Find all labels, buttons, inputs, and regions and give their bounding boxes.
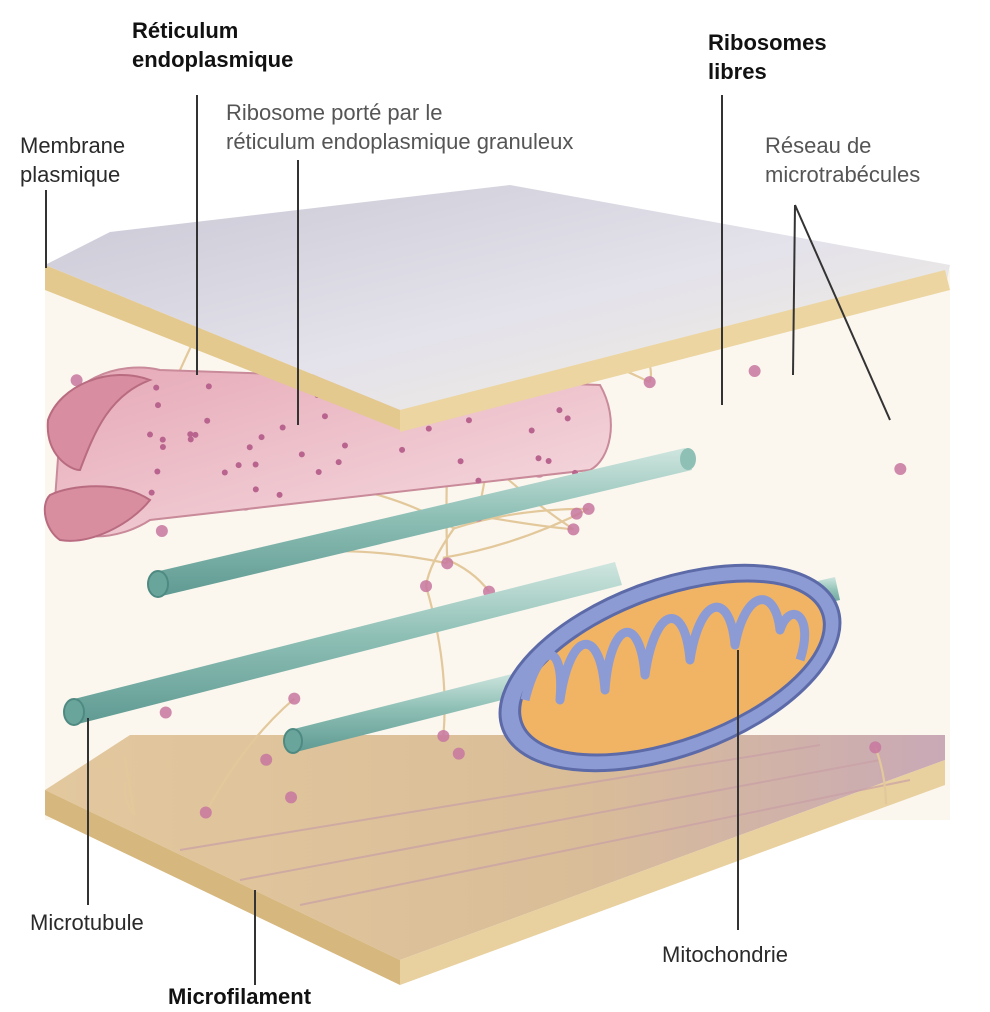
- er-ribosome: [222, 470, 228, 476]
- label-microfilament: Microfilament: [168, 982, 311, 1011]
- free-ribosome: [288, 693, 300, 705]
- free-ribosome: [160, 706, 172, 718]
- free-ribosome: [285, 791, 297, 803]
- er-ribosome: [316, 469, 322, 475]
- er-ribosome: [187, 431, 193, 437]
- er-ribosome: [160, 444, 166, 450]
- er-ribosome: [236, 462, 242, 468]
- free-ribosome: [200, 807, 212, 819]
- free-ribosome: [567, 523, 579, 535]
- floor-slab: [45, 735, 945, 985]
- label-membrane-line1: Membrane: [20, 131, 125, 160]
- er-ribosome: [565, 415, 571, 421]
- label-membrane-line2: plasmique: [20, 160, 125, 189]
- er-ribosome: [149, 490, 155, 496]
- label-reticulum: Réticulum endoplasmique: [132, 16, 293, 74]
- er-ribosome: [399, 447, 405, 453]
- label-ribosomes-libres-line2: libres: [708, 57, 827, 86]
- label-reseau: Réseau de microtrabécules: [765, 131, 920, 189]
- er-ribosome: [259, 434, 265, 440]
- free-ribosome: [437, 730, 449, 742]
- free-ribosome: [583, 503, 595, 515]
- er-ribosome: [253, 486, 259, 492]
- label-reticulum-line1: Réticulum: [132, 16, 293, 45]
- er-ribosome: [475, 478, 481, 484]
- label-mitochondrie: Mitochondrie: [662, 940, 788, 969]
- label-ribosome-er-line1: Ribosome porté par le: [226, 98, 573, 127]
- er-ribosome: [322, 413, 328, 419]
- er-ribosome: [153, 385, 159, 391]
- er-ribosome: [536, 455, 542, 461]
- free-ribosome: [453, 748, 465, 760]
- er-ribosome: [147, 432, 153, 438]
- er-ribosome: [466, 417, 472, 423]
- label-ribosome-er: Ribosome porté par le réticulum endoplas…: [226, 98, 573, 156]
- free-ribosome: [420, 580, 432, 592]
- er-ribosome: [280, 424, 286, 430]
- er-ribosome: [529, 428, 535, 434]
- label-ribosomes-libres-line1: Ribosomes: [708, 28, 827, 57]
- er-ribosome: [204, 418, 210, 424]
- label-ribosomes-libres: Ribosomes libres: [708, 28, 827, 86]
- free-ribosome: [644, 376, 656, 388]
- er-ribosome: [188, 436, 194, 442]
- label-membrane: Membrane plasmique: [20, 131, 125, 189]
- er-ribosome: [426, 426, 432, 432]
- label-reseau-line2: microtrabécules: [765, 160, 920, 189]
- er-ribosome: [299, 451, 305, 457]
- er-ribosome: [556, 407, 562, 413]
- er-ribosome: [206, 383, 212, 389]
- er-ribosome: [342, 442, 348, 448]
- label-ribosome-er-line2: réticulum endoplasmique granuleux: [226, 127, 573, 156]
- label-reseau-line1: Réseau de: [765, 131, 920, 160]
- label-reticulum-line2: endoplasmique: [132, 45, 293, 74]
- er-ribosome: [277, 492, 283, 498]
- free-ribosome: [571, 508, 583, 520]
- er-ribosome: [458, 458, 464, 464]
- er-ribosome: [247, 444, 253, 450]
- free-ribosome: [749, 365, 761, 377]
- label-microtubule: Microtubule: [30, 908, 144, 937]
- er-ribosome: [253, 461, 259, 467]
- free-ribosome: [894, 463, 906, 475]
- free-ribosome: [869, 741, 881, 753]
- er-ribosome: [154, 468, 160, 474]
- er-ribosome: [192, 432, 198, 438]
- free-ribosome: [156, 525, 168, 537]
- er-ribosome: [336, 459, 342, 465]
- er-ribosome: [155, 402, 161, 408]
- er-ribosome: [160, 437, 166, 443]
- free-ribosome: [441, 557, 453, 569]
- free-ribosome: [260, 754, 272, 766]
- er-ribosome: [546, 458, 552, 464]
